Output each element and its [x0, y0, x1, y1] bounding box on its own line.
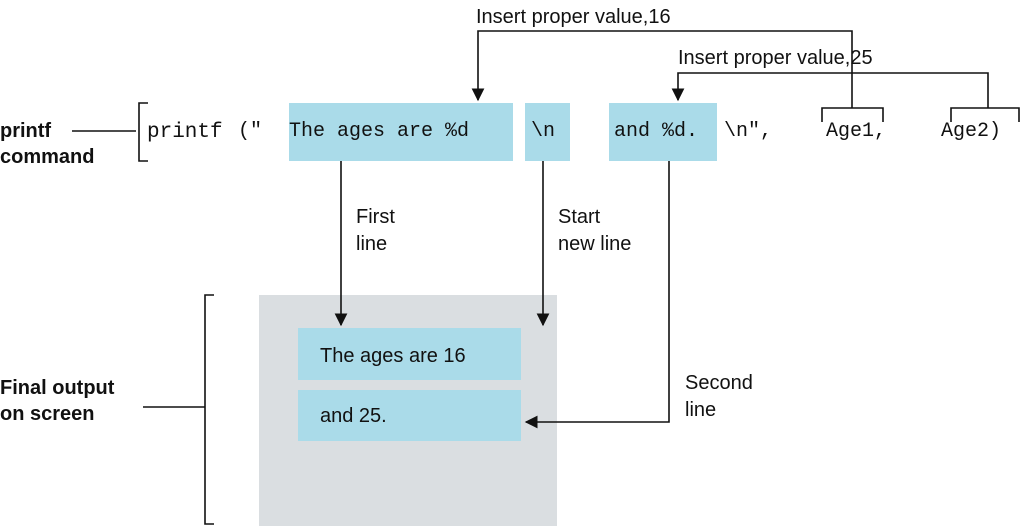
- format-segment-highlight-1: [289, 103, 513, 161]
- code-format-segment-1: The ages are %d: [289, 120, 470, 143]
- code-keyword: printf: [147, 121, 223, 144]
- code-open-quote: (": [226, 120, 263, 143]
- code-close: \n",: [712, 120, 773, 143]
- final-output-bracket: [204, 294, 214, 525]
- insert-value-25-label: Insert proper value,25: [678, 47, 873, 69]
- output-line-1-box: [298, 328, 521, 380]
- second-line-arrow: [524, 161, 670, 429]
- output-line-2: and 25.: [320, 405, 387, 427]
- second-line-label: Second line: [685, 372, 753, 421]
- start-new-line-label: Start new line: [558, 206, 632, 255]
- printf-bracket: [138, 102, 148, 162]
- output-line-2-box: [298, 390, 521, 441]
- final-output-label: Final output on screen: [0, 377, 115, 425]
- insert-16-arrow: [471, 30, 853, 102]
- code-arg-age1: Age1,: [826, 120, 887, 143]
- insert-value-16-label: Insert proper value,16: [476, 6, 671, 28]
- format-segment-highlight-2: [609, 103, 717, 161]
- age2-bracket: [950, 107, 1020, 122]
- code-newline-escape: \n: [531, 120, 556, 143]
- insert-25-arrow: [671, 72, 989, 108]
- printf-command-label: printf command: [0, 120, 95, 168]
- output-line-1: The ages are 16: [320, 345, 466, 367]
- code-format-segment-2: and %d.: [614, 120, 699, 143]
- newline-escape-highlight: [525, 103, 570, 161]
- first-line-label: First line: [356, 206, 395, 255]
- code-arg-age2: Age2): [941, 120, 1002, 143]
